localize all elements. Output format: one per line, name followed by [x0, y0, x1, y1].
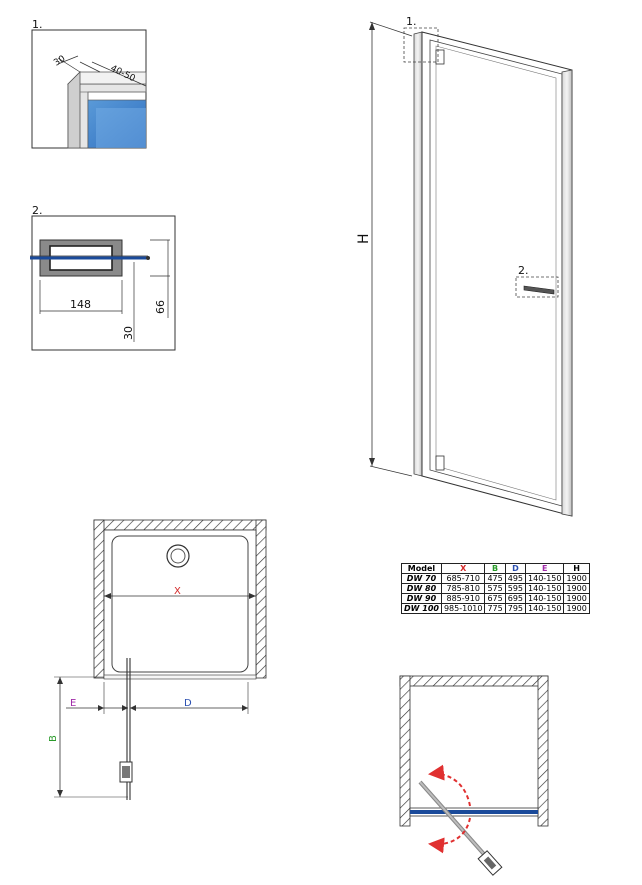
header-x: X — [440, 563, 486, 574]
cell-e: 140-150 — [525, 593, 565, 604]
table-row: DW 80 785-810 575 595 140-150 1900 — [401, 583, 590, 594]
cell-e: 140-150 — [525, 583, 565, 594]
header-e: E — [525, 563, 565, 574]
cell-h: 1900 — [563, 573, 590, 584]
header-h: H — [563, 563, 590, 574]
callout-2-label: 2. — [518, 264, 529, 277]
detail-2: 2. 148 30 66 — [30, 204, 176, 351]
cell-x: 785-810 — [440, 583, 486, 594]
cell-d: 695 — [504, 593, 527, 604]
cell-h: 1900 — [563, 583, 590, 594]
callout-2-box — [515, 276, 559, 298]
plan-b-label: B — [48, 735, 59, 742]
detail-1: 1. 30 40-50 — [31, 18, 147, 149]
cell-d: 795 — [504, 603, 527, 614]
cell-model: DW 90 — [401, 593, 442, 604]
cell-x: 885-910 — [440, 593, 486, 604]
cell-model: DW 100 — [401, 603, 442, 614]
table-row: DW 100 985-1010 775 795 140-150 1900 — [401, 603, 590, 614]
plan-e-label: E — [70, 698, 76, 709]
cell-model: DW 70 — [401, 573, 442, 584]
header-b: B — [484, 563, 506, 574]
cell-h: 1900 — [563, 603, 590, 614]
cell-d: 495 — [504, 573, 527, 584]
front-view: H 1. 2. — [356, 15, 573, 517]
table-row: DW 70 685-710 475 495 140-150 1900 — [401, 573, 590, 584]
callout-1-box — [403, 27, 439, 63]
table-row: DW 90 885-910 675 695 140-150 1900 — [401, 593, 590, 604]
cell-x: 685-710 — [440, 573, 486, 584]
model-table: Model X B D E H DW 70 685-710 475 495 14… — [401, 563, 590, 614]
plan-d-label: D — [184, 698, 192, 709]
swing-arrow-outward — [428, 817, 471, 854]
cell-b: 575 — [484, 583, 506, 594]
swing-arrow-inward — [428, 764, 471, 807]
cell-b: 475 — [484, 573, 506, 584]
header-d: D — [504, 563, 527, 574]
cell-h: 1900 — [563, 593, 590, 604]
detail-2-dim-width: 148 — [70, 298, 91, 311]
cell-model: DW 80 — [401, 583, 442, 594]
callout-1-label: 1. — [406, 15, 417, 28]
plan-view: X E D B — [48, 519, 267, 800]
detail-2-dim-height: 66 — [154, 300, 167, 314]
cell-x: 985-1010 — [440, 603, 486, 614]
cell-d: 595 — [504, 583, 527, 594]
cell-e: 140-150 — [525, 603, 565, 614]
cell-b: 675 — [484, 593, 506, 604]
swing-view — [399, 675, 549, 876]
header-model: Model — [401, 563, 442, 574]
cell-b: 775 — [484, 603, 506, 614]
plan-x-label: X — [174, 586, 181, 597]
cell-e: 140-150 — [525, 573, 565, 584]
model-table-header: Model X B D E H — [401, 563, 590, 574]
detail-1-label: 1. — [32, 18, 43, 31]
detail-2-box — [31, 215, 176, 351]
detail-2-dim-offset: 30 — [122, 326, 135, 340]
height-label: H — [356, 233, 372, 244]
detail-2-label: 2. — [32, 204, 43, 217]
